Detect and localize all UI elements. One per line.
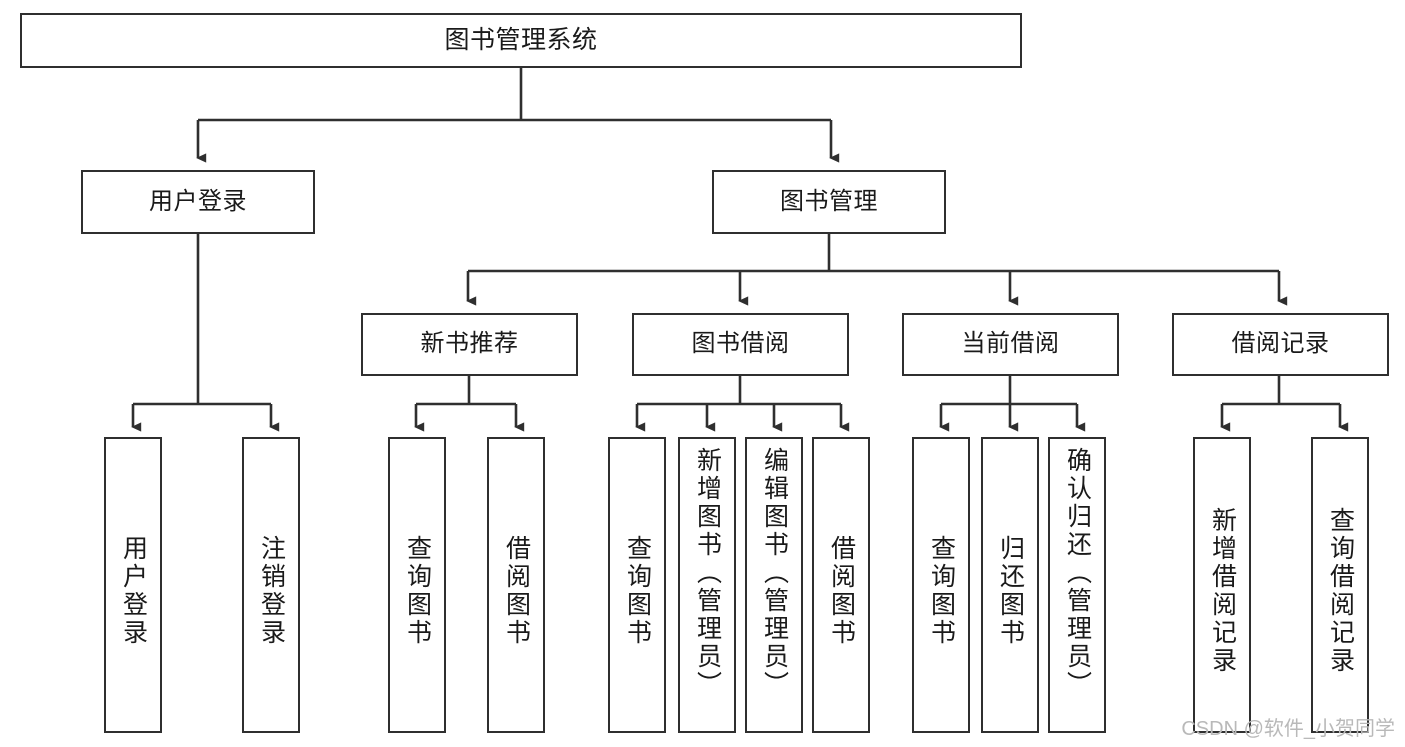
node-label: 查询图书 <box>403 535 432 647</box>
leaf-confirm-return-admin[interactable]: 确认归还（管理员） <box>1048 437 1106 733</box>
leaf-return-book[interactable]: 归还图书 <box>981 437 1039 733</box>
leaf-user-login[interactable]: 用户登录 <box>104 437 162 733</box>
node-label: 图书借阅 <box>691 330 790 358</box>
leaf-add-book-admin[interactable]: 新增图书（管理员） <box>678 437 736 733</box>
leaf-query-book-recommend[interactable]: 查询图书 <box>388 437 446 733</box>
watermark-text: CSDN @软件_小贺同学 <box>1181 718 1395 740</box>
node-label: 新增图书（管理员） <box>693 447 722 699</box>
node-label: 当前借阅 <box>961 330 1060 358</box>
node-label: 借阅记录 <box>1231 330 1330 358</box>
node-label: 新增借阅记录 <box>1208 507 1237 675</box>
node-label: 图书管理系统 <box>444 25 598 54</box>
node-label: 借阅图书 <box>827 535 856 647</box>
node-label: 用户登录 <box>119 535 148 647</box>
node-label: 查询图书 <box>927 535 956 647</box>
leaf-query-book-current[interactable]: 查询图书 <box>912 437 970 733</box>
leaf-borrow-book-recommend[interactable]: 借阅图书 <box>487 437 545 733</box>
node-label: 借阅图书 <box>502 535 531 647</box>
node-label: 图书管理 <box>780 187 878 215</box>
node-book-management[interactable]: 图书管理 <box>712 170 946 234</box>
leaf-logout-login[interactable]: 注销登录 <box>242 437 300 733</box>
node-current-borrow[interactable]: 当前借阅 <box>902 313 1119 376</box>
node-label: 新书推荐 <box>420 330 519 358</box>
node-label: 注销登录 <box>257 535 286 647</box>
node-label: 归还图书 <box>996 535 1025 647</box>
leaf-query-borrow-record[interactable]: 查询借阅记录 <box>1311 437 1369 733</box>
node-label: 确认归还（管理员） <box>1063 447 1092 699</box>
node-root-system[interactable]: 图书管理系统 <box>20 13 1022 68</box>
node-label: 用户登录 <box>149 187 247 215</box>
node-new-book-recommend[interactable]: 新书推荐 <box>361 313 578 376</box>
node-label: 查询图书 <box>623 535 652 647</box>
node-label: 查询借阅记录 <box>1326 507 1355 675</box>
node-user-login[interactable]: 用户登录 <box>81 170 315 234</box>
leaf-query-book-borrow[interactable]: 查询图书 <box>608 437 666 733</box>
leaf-edit-book-admin[interactable]: 编辑图书（管理员） <box>745 437 803 733</box>
node-book-borrow[interactable]: 图书借阅 <box>632 313 849 376</box>
node-borrow-record[interactable]: 借阅记录 <box>1172 313 1389 376</box>
node-label: 编辑图书（管理员） <box>760 447 789 699</box>
leaf-add-borrow-record[interactable]: 新增借阅记录 <box>1193 437 1251 733</box>
leaf-borrow-book[interactable]: 借阅图书 <box>812 437 870 733</box>
